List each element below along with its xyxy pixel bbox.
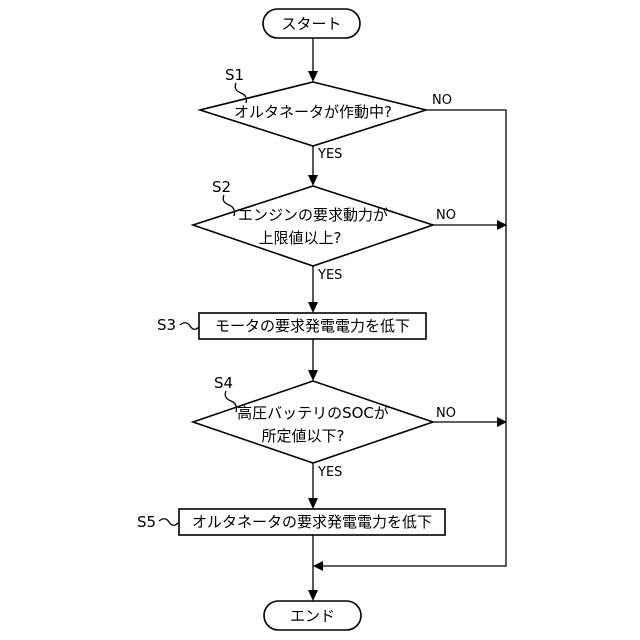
- s3-text: モータの要求発電電力を低下: [215, 317, 410, 335]
- arrowhead-merge: [313, 561, 323, 571]
- arrowhead-end: [308, 590, 318, 601]
- s2-no-label: NO: [436, 208, 456, 223]
- s2-step-label: S2: [212, 178, 231, 196]
- arrowhead-s5: [308, 498, 318, 509]
- arrowhead-s1: [308, 71, 318, 82]
- s5-text: オルタネータの要求発電電力を低下: [192, 513, 432, 531]
- s3-leader: [180, 323, 199, 330]
- start-terminal: スタート: [263, 9, 360, 38]
- s3-step-label: S3: [157, 316, 176, 334]
- s2-diamond: [193, 186, 433, 266]
- s5-leader: [159, 519, 178, 526]
- s4-condition-line1: 高圧バッテリのSOCが: [237, 404, 389, 422]
- arrowhead-s3: [308, 302, 318, 313]
- s1-yes-label: YES: [317, 147, 342, 162]
- s2-yes-label: YES: [317, 268, 342, 283]
- end-label: エンド: [290, 607, 335, 625]
- s3-process: モータの要求発電電力を低下 S3: [157, 313, 426, 339]
- s2-condition-line1: エンジンの要求動力が: [238, 206, 388, 224]
- s4-step-label: S4: [214, 374, 233, 392]
- s4-condition-line2: 所定値以下?: [262, 427, 345, 445]
- s1-no-label: NO: [432, 93, 452, 108]
- s4-decision: 高圧バッテリのSOCが 所定値以下? S4 YES NO: [193, 374, 456, 480]
- s5-step-label: S5: [137, 513, 156, 531]
- arrowhead-s4: [308, 370, 318, 381]
- s5-process: オルタネータの要求発電電力を低下 S5: [137, 509, 445, 535]
- s4-diamond: [193, 381, 433, 463]
- s4-yes-label: YES: [317, 465, 342, 480]
- s1-condition: オルタネータが作動中?: [234, 103, 392, 121]
- start-label: スタート: [281, 15, 341, 33]
- end-terminal: エンド: [264, 601, 361, 630]
- s2-decision: エンジンの要求動力が 上限値以上? S2 YES NO: [193, 178, 456, 283]
- s1-decision: オルタネータが作動中? S1 YES NO: [200, 66, 452, 162]
- s2-condition-line2: 上限値以上?: [259, 229, 342, 247]
- s4-no-label: NO: [436, 406, 456, 421]
- s1-step-label: S1: [225, 66, 244, 84]
- arrowhead-s2: [308, 175, 318, 186]
